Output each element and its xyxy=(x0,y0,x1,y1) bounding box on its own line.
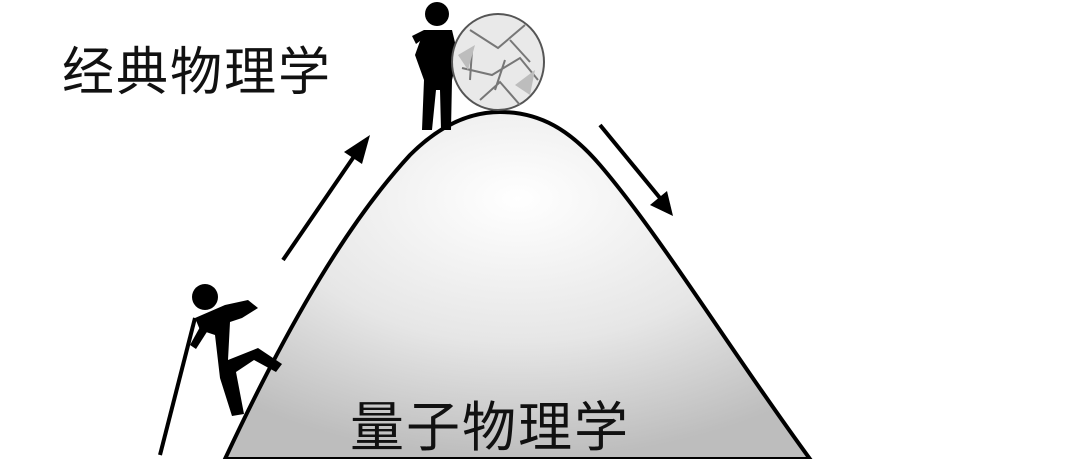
arrow-down-right-icon xyxy=(598,123,673,216)
person-climbing-icon xyxy=(158,284,282,456)
person-standing-icon xyxy=(412,2,458,130)
quantum-physics-label: 量子物理学 xyxy=(350,396,630,459)
crumpled-paper-ball-icon xyxy=(451,13,545,111)
arrow-up-right-icon xyxy=(281,135,370,262)
classical-physics-label: 经典物理学 xyxy=(62,43,333,103)
hill-shape xyxy=(222,109,813,459)
